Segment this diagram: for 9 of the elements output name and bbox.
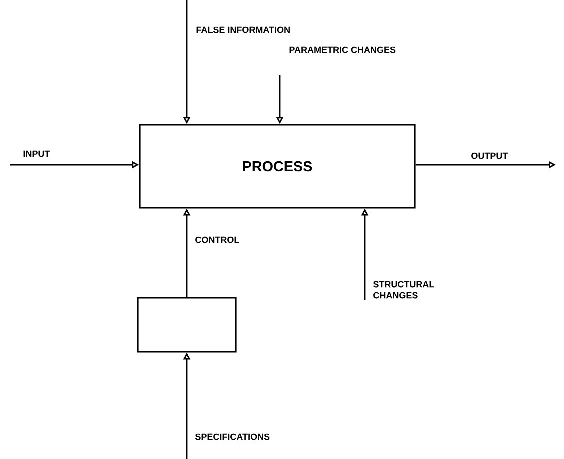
edge-label: FALSE INFORMATION <box>196 26 290 34</box>
edge-label: OUTPUT <box>472 152 508 160</box>
edge-label: PARAMETRIC CHANGES <box>290 46 396 54</box>
edge-label: STRUCTURAL CHANGES <box>373 281 434 299</box>
edge-label: CONTROL <box>196 236 240 244</box>
edge-label: INPUT <box>24 150 50 158</box>
edge-label: SPECIFICATIONS <box>195 434 270 440</box>
process-box: PROCESS <box>139 124 416 209</box>
empty-box <box>137 297 237 353</box>
